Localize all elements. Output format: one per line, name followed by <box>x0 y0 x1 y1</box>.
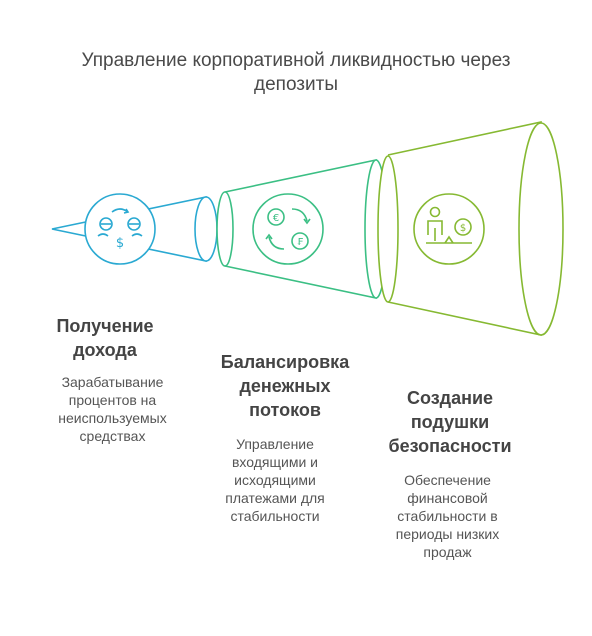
currency-cycle-icon: € ₣ <box>252 193 324 265</box>
stage-3-heading: Создание подушки безопасности <box>388 388 512 456</box>
svg-text:€: € <box>273 213 279 224</box>
money-exchange-icon: $ <box>84 193 156 265</box>
stage-2-heading: Балансировка денежных потоков <box>220 352 350 420</box>
diagram-title: Управление корпоративной ликвидностью че… <box>81 50 511 95</box>
stage-1-heading: Получение дохода <box>56 316 154 360</box>
stage-3-description: Обеспечение финансовой стабильности в пе… <box>395 472 500 560</box>
svg-text:$: $ <box>116 236 124 251</box>
person-money-balance-icon: $ <box>413 193 485 265</box>
stage-1-description: Зарабатывание процентов на неиспользуемы… <box>58 374 167 444</box>
svg-text:₣: ₣ <box>297 237 303 248</box>
stage-2-description: Управление входящими и исходящими платеж… <box>225 436 325 524</box>
svg-text:$: $ <box>460 223 466 234</box>
